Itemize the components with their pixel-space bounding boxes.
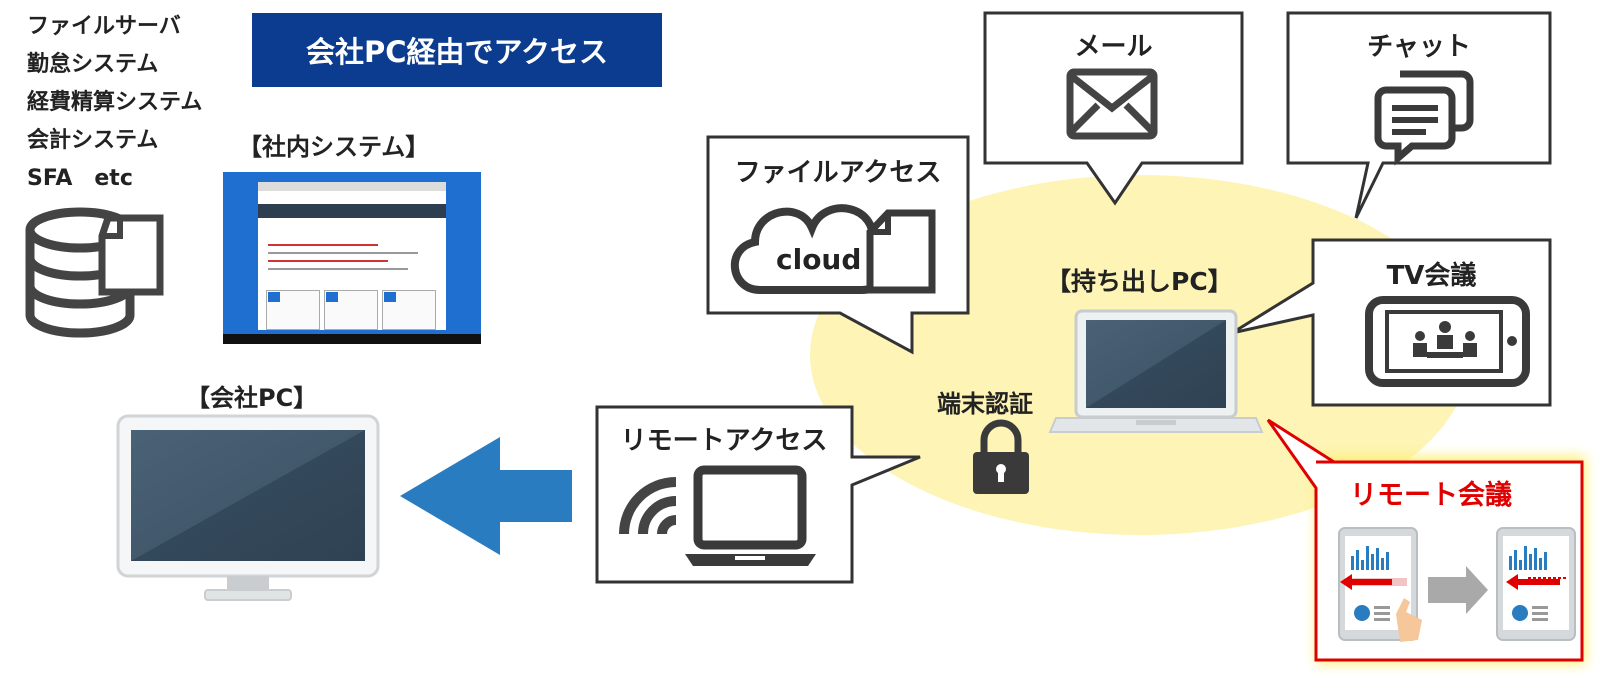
chat-icon bbox=[1374, 70, 1474, 166]
remote-meeting-label: リモート会議 bbox=[1350, 480, 1512, 511]
envelope-icon bbox=[1066, 68, 1158, 140]
company-pc-label: 【会社PC】 bbox=[186, 384, 318, 412]
document-icon bbox=[866, 209, 936, 294]
chat-label: チャット bbox=[1367, 32, 1471, 62]
access-banner: 会社PC経由でアクセス bbox=[252, 13, 662, 87]
company-pc-monitor bbox=[116, 414, 380, 601]
system-item: 会計システム bbox=[27, 128, 159, 153]
file-icon bbox=[98, 214, 164, 296]
tablet-meeting-icon bbox=[1365, 296, 1530, 387]
internal-system-label: 【社内システム】 bbox=[238, 133, 430, 161]
tablet-left-icon bbox=[1338, 527, 1422, 642]
terminal-auth-label: 端末認証 bbox=[937, 390, 1033, 418]
system-item: SFA etc bbox=[27, 166, 133, 191]
system-item: ファイルサーバ bbox=[27, 14, 181, 39]
portable-pc-label: 【持ち出しPC】 bbox=[1046, 267, 1233, 296]
tv-conference-label: TV会議 bbox=[1386, 261, 1477, 291]
transition-arrow bbox=[1428, 566, 1488, 614]
file-access-label: ファイルアクセス bbox=[734, 158, 942, 188]
system-item: 勤怠システム bbox=[27, 52, 159, 77]
padlock-icon bbox=[973, 419, 1029, 494]
wifi-icon bbox=[619, 477, 677, 535]
email-label: メール bbox=[1074, 32, 1153, 62]
laptop-outline-icon bbox=[685, 465, 816, 566]
remote-access-label: リモートアクセス bbox=[620, 426, 828, 456]
system-item: 経費精算システム bbox=[27, 90, 203, 115]
access-arrow bbox=[400, 437, 572, 555]
portable-laptop bbox=[1048, 309, 1264, 433]
cloud-label: cloud bbox=[776, 243, 862, 276]
systems-list: ファイルサーバ 勤怠システム 経費精算システム 会計システム SFA etc bbox=[27, 8, 202, 198]
tablet-right-icon bbox=[1496, 527, 1576, 641]
internal-system-screenshot bbox=[223, 172, 481, 344]
